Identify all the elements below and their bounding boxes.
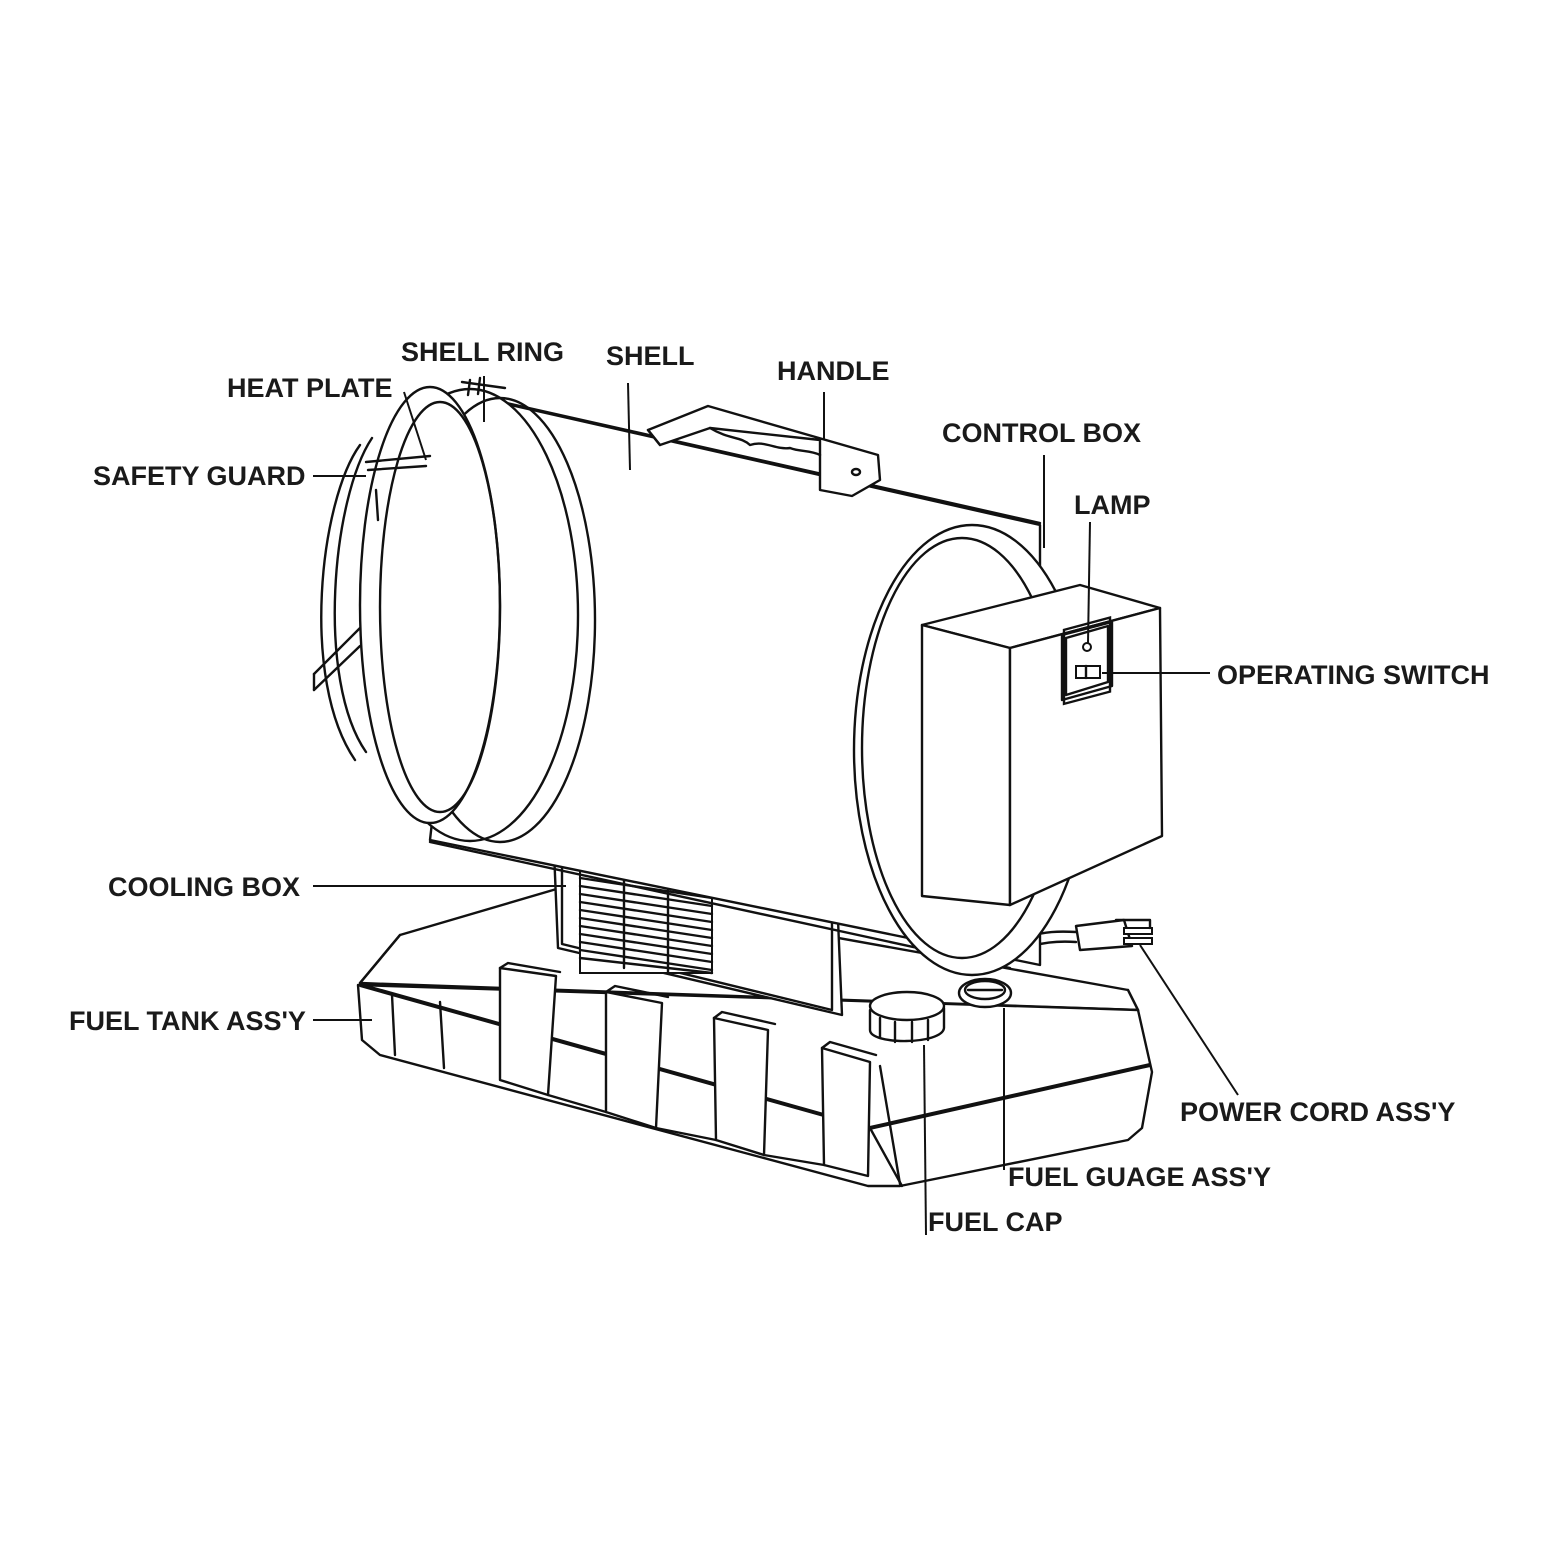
labels: SHELL RING SHELL HANDLE HEAT PLATE SAFET… bbox=[69, 337, 1490, 1237]
lamp-icon bbox=[1082, 642, 1092, 652]
label-heat-plate: HEAT PLATE bbox=[227, 373, 393, 403]
operating-switch-icon[interactable] bbox=[1075, 665, 1101, 679]
fuel-cap[interactable] bbox=[868, 990, 946, 1044]
label-handle: HANDLE bbox=[777, 356, 890, 386]
handle bbox=[646, 404, 882, 498]
safety-guard bbox=[312, 376, 507, 762]
label-lamp: LAMP bbox=[1074, 490, 1151, 520]
fuel-tank bbox=[356, 886, 1154, 1188]
control-panel bbox=[1060, 616, 1114, 706]
label-shell: SHELL bbox=[606, 341, 695, 371]
label-fuel-cap: FUEL CAP bbox=[928, 1207, 1063, 1237]
leader-lines bbox=[313, 376, 1239, 1236]
label-fuel-tank: FUEL TANK ASS'Y bbox=[69, 1006, 306, 1036]
fuel-gauge bbox=[957, 977, 1013, 1009]
heat-plate bbox=[358, 385, 502, 825]
label-control-box: CONTROL BOX bbox=[942, 418, 1141, 448]
control-box bbox=[920, 583, 1164, 907]
label-fuel-gauge: FUEL GUAGE ASS'Y bbox=[1008, 1162, 1271, 1192]
label-operating-switch: OPERATING SWITCH bbox=[1217, 660, 1490, 690]
label-safety-guard: SAFETY GUARD bbox=[93, 461, 306, 491]
label-cooling-box: COOLING BOX bbox=[108, 872, 300, 902]
label-power-cord: POWER CORD ASS'Y bbox=[1180, 1097, 1455, 1127]
label-shell-ring: SHELL RING bbox=[401, 337, 564, 367]
